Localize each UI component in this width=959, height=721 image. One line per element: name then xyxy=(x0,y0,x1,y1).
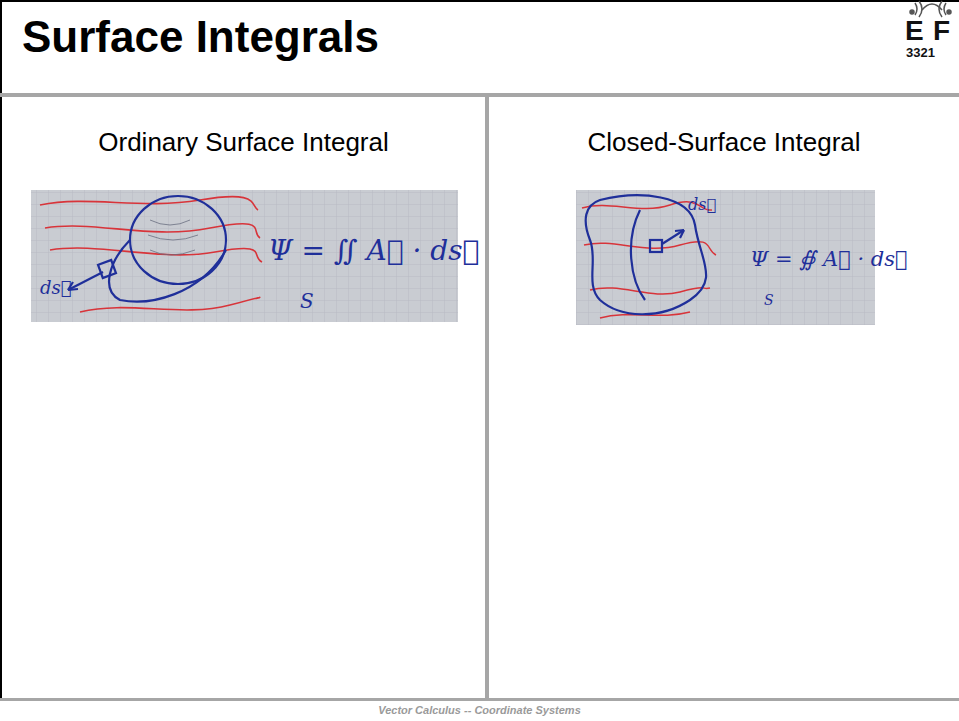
flux-equation: Ψ = ∯ A⃗ · ds⃗ xyxy=(750,248,908,271)
flux-equation: Ψ = ∬ A⃗ · ds⃗ xyxy=(268,236,479,267)
vector-label: ds⃗ xyxy=(40,278,72,298)
column-heading: Closed-Surface Integral xyxy=(489,97,959,158)
logo-letter: E xyxy=(905,16,924,47)
footer-caption: Vector Calculus -- Coordinate Systems xyxy=(0,704,959,716)
slide-title: Surface Integrals xyxy=(22,12,379,62)
surface-symbol: S xyxy=(300,290,314,312)
vector-label: ds⃗ xyxy=(688,196,716,214)
column-heading: Ordinary Surface Integral xyxy=(2,97,485,158)
logo-number: 3321 xyxy=(906,46,935,60)
surface-symbol: S xyxy=(764,293,774,308)
column-panel: Closed-Surface Integral xyxy=(489,97,959,698)
column-panel: Ordinary Surface Integral xyxy=(2,97,485,698)
logo-letter: F xyxy=(933,16,950,47)
